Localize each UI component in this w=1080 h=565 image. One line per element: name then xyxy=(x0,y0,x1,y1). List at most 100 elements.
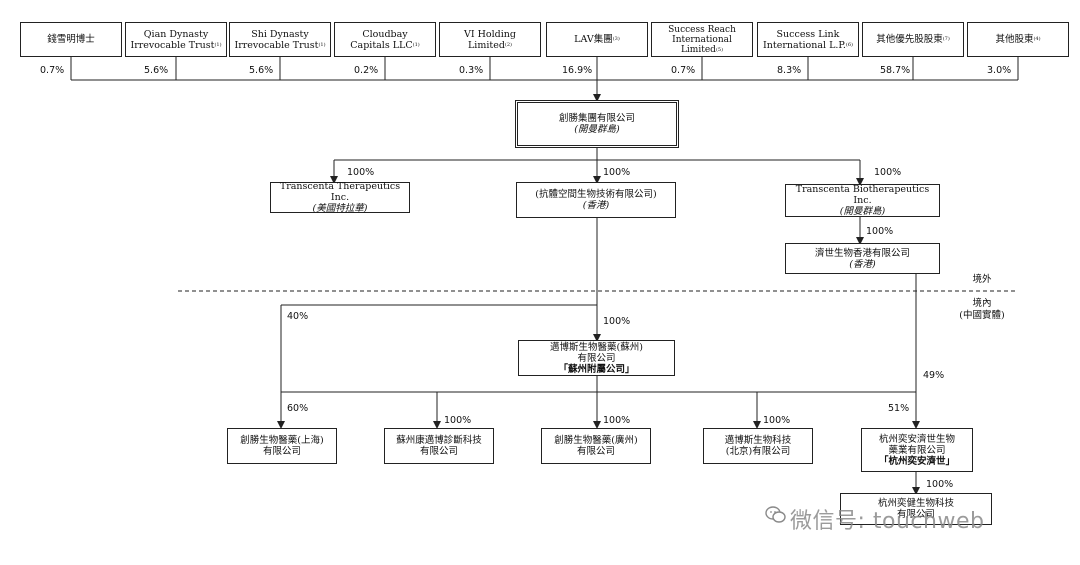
subsidiary-box: 蘇州康邁博診斷科技 有限公司 xyxy=(384,428,494,464)
stake-percentage: 3.0% xyxy=(987,65,1012,76)
subsidiary-name-line2: 有限公司 xyxy=(419,446,458,457)
subsidiary-name: 蘇州康邁博診斷科技 xyxy=(396,435,482,446)
shareholder-box: VI Holding Limited(2) xyxy=(439,22,541,57)
stake-percentage: 0.2% xyxy=(354,65,379,76)
stake-percentage: 100% xyxy=(444,415,472,426)
subsidiary-name-line2: 有限公司 xyxy=(577,352,616,364)
subsidiary-box-suzhou: 邁博斯生物醫藥(蘇州) 有限公司 「蘇州附屬公司」 xyxy=(518,340,675,376)
subsidiary-defined-term: 「蘇州附屬公司」 xyxy=(558,363,635,375)
subsidiary-name: 杭州奕健生物科技 xyxy=(877,498,954,509)
subsidiary-box: 創勝生物醫藥(上海) 有限公司 xyxy=(227,428,337,464)
stake-percentage: 5.6% xyxy=(249,65,274,76)
shareholder-name-line2: Limited xyxy=(467,39,505,51)
subsidiary-name: Transcenta Therapeutics Inc. xyxy=(279,181,401,203)
footnote-ref: (6) xyxy=(845,41,853,48)
shareholder-box: 其他股東(4) xyxy=(967,22,1069,57)
shareholder-box: Success Reach International Limited(5) xyxy=(651,22,753,57)
subsidiary-name-line2: (北京)有限公司 xyxy=(725,446,791,457)
stake-percentage: 100% xyxy=(603,415,631,426)
subsidiary-name: Transcenta Biotherapeutics Inc. xyxy=(795,184,930,206)
subsidiary-box: (抗體空間生物技術有限公司) (香港) xyxy=(516,182,676,218)
shareholder-name-line2: International xyxy=(672,34,732,45)
wechat-logo-icon xyxy=(765,506,786,523)
subsidiary-name-line2: 有限公司 xyxy=(262,446,301,457)
stake-percentage: 0.3% xyxy=(459,65,484,76)
stake-percentage: 100% xyxy=(603,167,631,178)
offshore-label: 境外 xyxy=(972,274,992,285)
subsidiary-defined-term: 「杭州奕安濟世」 xyxy=(878,455,955,467)
shareholder-box: 錢雪明博士 xyxy=(20,22,122,57)
shareholder-box: 其他優先股股東(7) xyxy=(862,22,964,57)
shareholder-box: LAV集團(3) xyxy=(546,22,648,57)
footnote-ref: (4) xyxy=(1033,36,1041,42)
stake-percentage: 49% xyxy=(923,370,945,381)
company-name: 創勝集團有限公司 xyxy=(558,113,635,124)
shareholder-name: Qian Dynasty xyxy=(143,28,209,40)
subsidiary-name: 創勝生物醫藥(廣州) xyxy=(554,435,638,446)
shareholder-box: Qian Dynasty Irrevocable Trust(1) xyxy=(125,22,227,57)
stake-percentage: 100% xyxy=(603,316,631,327)
subsidiary-name: 創勝生物醫藥(上海) xyxy=(240,435,324,446)
shareholder-box: Cloudbay Capitals LLC(1) xyxy=(334,22,436,57)
stake-percentage: 100% xyxy=(874,167,902,178)
shareholder-name: 其他股東 xyxy=(995,34,1034,45)
stake-percentage: 60% xyxy=(287,403,309,414)
subsidiary-box: 創勝生物醫藥(廣州) 有限公司 xyxy=(541,428,651,464)
company-box-transcenta-group: 創勝集團有限公司 (開曼群島) xyxy=(515,100,679,148)
shareholder-box: Shi Dynasty Irrevocable Trust(1) xyxy=(229,22,331,57)
subsidiary-name: (抗體空間生物技術有限公司) xyxy=(535,189,657,200)
footnote-ref: (3) xyxy=(612,36,620,42)
stake-percentage: 100% xyxy=(763,415,791,426)
shareholder-name-line2: International L.P. xyxy=(763,39,846,51)
footnote-ref: (1) xyxy=(318,41,326,48)
footnote-ref: (1) xyxy=(214,41,222,48)
stake-percentage: 51% xyxy=(888,403,910,414)
shareholder-name-line2: Irrevocable Trust xyxy=(130,39,215,51)
subsidiary-name-line2: 藥業有限公司 xyxy=(888,444,946,456)
shareholder-box: Success Link International L.P.(6) xyxy=(757,22,859,57)
stake-percentage: 58.7% xyxy=(880,65,911,76)
subsidiary-box: 濟世生物香港有限公司 (香港) xyxy=(785,243,940,274)
subsidiary-box: 杭州奕健生物科技 有限公司 xyxy=(840,493,992,525)
subsidiary-jurisdiction: (開曼群島) xyxy=(839,206,886,217)
footnote-ref: (5) xyxy=(715,46,724,53)
stake-percentage: 40% xyxy=(287,311,309,322)
subsidiary-jurisdiction: (美國特拉華) xyxy=(312,203,368,214)
footnote-ref: (7) xyxy=(942,36,950,42)
subsidiary-box: 邁博斯生物科技 (北京)有限公司 xyxy=(703,428,813,464)
shareholder-name: 其他優先股股東 xyxy=(876,34,943,45)
shareholder-name: Cloudbay xyxy=(362,28,408,40)
subsidiary-name: 邁博斯生物醫藥(蘇州) xyxy=(550,341,643,353)
subsidiary-name: 邁博斯生物科技 xyxy=(724,435,792,446)
onshore-label: 境內 (中國實體) xyxy=(950,298,1014,322)
stake-percentage: 5.6% xyxy=(144,65,169,76)
footnote-ref: (1) xyxy=(412,41,420,48)
shareholder-name-line2: Irrevocable Trust xyxy=(234,39,319,51)
subsidiary-jurisdiction: (香港) xyxy=(849,258,876,270)
subsidiary-name-line2: 有限公司 xyxy=(896,509,935,520)
watermark-text: 微信号: touchweb xyxy=(790,509,985,534)
stake-percentage: 8.3% xyxy=(777,65,802,76)
subsidiary-name-line2: 有限公司 xyxy=(576,446,615,457)
stake-percentage: 100% xyxy=(347,167,375,178)
subsidiary-box: Transcenta Biotherapeutics Inc. (開曼群島) xyxy=(785,184,940,217)
subsidiary-name: 濟世生物香港有限公司 xyxy=(814,247,910,259)
stake-percentage: 100% xyxy=(926,479,954,490)
stake-percentage: 16.9% xyxy=(562,65,593,76)
shareholder-name-line3: Limited xyxy=(680,44,716,55)
subsidiary-box: Transcenta Therapeutics Inc. (美國特拉華) xyxy=(270,181,410,214)
onshore-label-sub: (中國實體) xyxy=(959,310,1005,321)
footnote-ref: (2) xyxy=(504,41,512,48)
shareholder-name: 錢雪明博士 xyxy=(47,34,95,45)
onshore-label-text: 境內 xyxy=(972,298,992,309)
subsidiary-box-hangzhou: 杭州奕安濟世生物 藥業有限公司 「杭州奕安濟世」 xyxy=(861,428,973,472)
stake-percentage: 100% xyxy=(866,226,894,237)
stake-percentage: 0.7% xyxy=(40,65,65,76)
subsidiary-jurisdiction: (香港) xyxy=(582,200,610,211)
shareholder-name: Success Reach xyxy=(668,24,736,35)
company-jurisdiction: (開曼群島) xyxy=(574,124,620,135)
shareholder-name: Success Link xyxy=(776,28,840,40)
shareholder-name-line2: Capitals LLC xyxy=(350,39,413,51)
